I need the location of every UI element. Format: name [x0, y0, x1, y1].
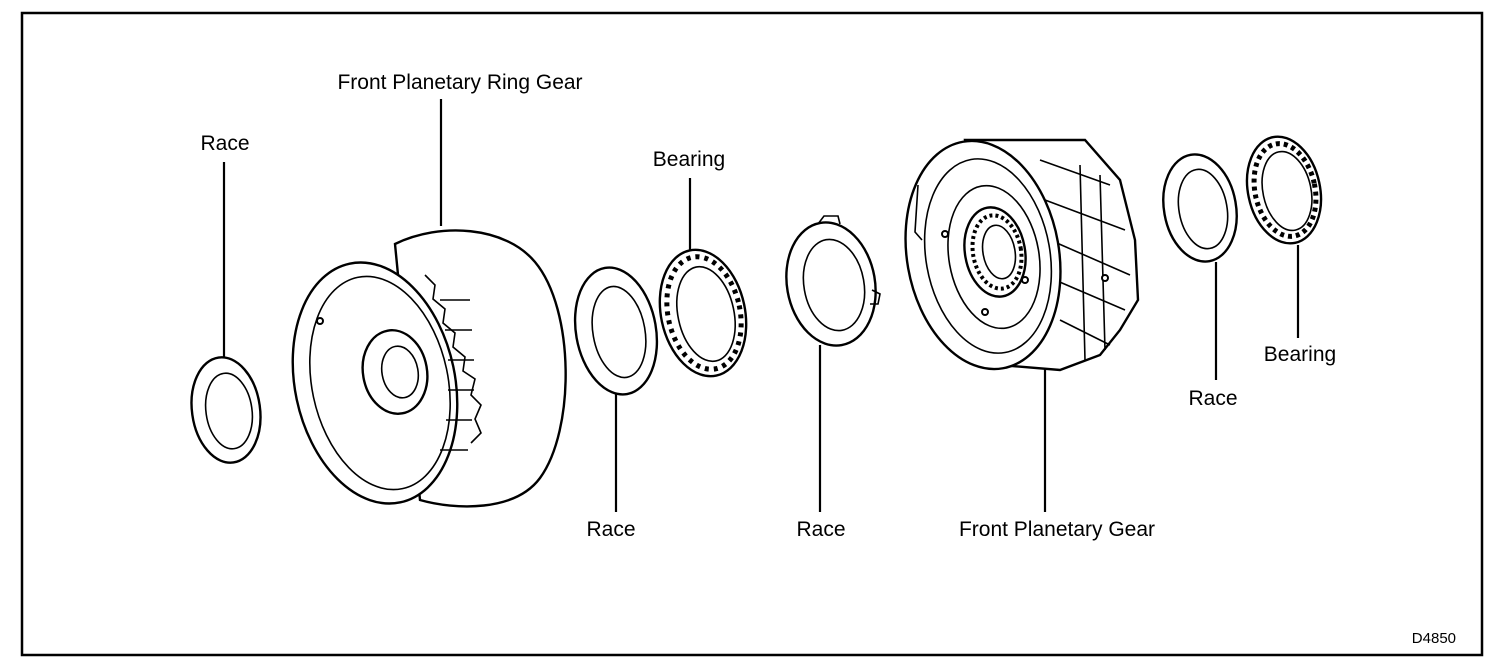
bearing-right-part [1245, 135, 1323, 245]
label-race-center: Race [796, 518, 845, 541]
label-front-planetary-ring-gear: Front Planetary Ring Gear [337, 71, 582, 94]
label-bearing-right: Bearing [1264, 343, 1336, 366]
race-center-part [785, 215, 881, 347]
race-mid-part [573, 266, 659, 396]
label-front-planetary-gear: Front Planetary Gear [959, 518, 1155, 541]
label-bearing-mid: Bearing [653, 148, 725, 171]
front-planetary-ring-gear-part [291, 229, 567, 508]
label-race-mid: Race [586, 518, 635, 541]
bearing-mid-part [658, 248, 748, 378]
race-left-part [190, 356, 262, 464]
figure-code: D4850 [1412, 630, 1456, 647]
label-race-left: Race [200, 132, 249, 155]
label-race-right: Race [1188, 387, 1237, 410]
figure-frame [20, 11, 1484, 657]
front-planetary-gear-part [904, 138, 1140, 372]
race-right-part [1162, 153, 1238, 263]
